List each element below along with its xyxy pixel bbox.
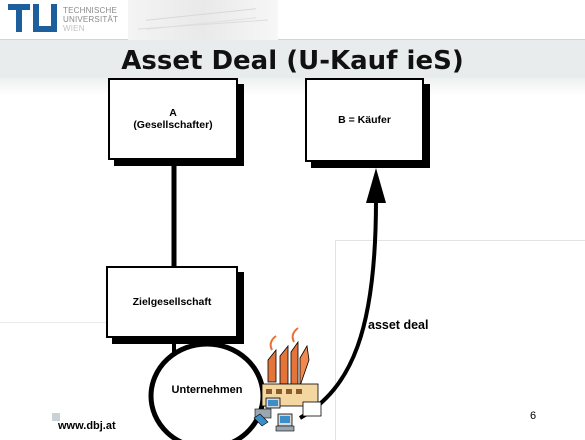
header-divider [0, 39, 585, 40]
page-number: 6 [530, 410, 537, 422]
background-guide-vertical [335, 240, 336, 440]
footer-marker [52, 413, 60, 421]
background-guide-left [0, 322, 150, 323]
asset-deal-label: asset deal [368, 318, 429, 332]
buyer-b-box: B = Käufer [305, 78, 424, 162]
slide-title: Asset Deal (U-Kauf ieS) [121, 46, 464, 76]
header-photo [128, 0, 278, 40]
background-guide-horizontal [335, 240, 585, 241]
university-name: TECHNISCHE UNIVERSITÄT WIEN [63, 6, 118, 33]
logo-line-2: UNIVERSITÄT [63, 15, 119, 24]
shareholder-a-box: A (Gesellschafter) [108, 78, 238, 160]
logo-line-3: WIEN [63, 24, 85, 33]
tu-logo [8, 4, 57, 32]
title-band [0, 40, 585, 78]
shareholder-a-sublabel: (Gesellschafter) [133, 119, 213, 131]
buyer-b-label: B = Käufer [338, 114, 391, 126]
logo-line-1: TECHNISCHE [63, 6, 118, 15]
asset-deal-arrowhead [366, 168, 386, 203]
enterprise-label: Unternehmen [171, 384, 243, 396]
footer-url: www.dbj.at [58, 420, 116, 432]
target-company-label: Zielgesellschaft [132, 296, 212, 308]
target-company-box: Zielgesellschaft [106, 266, 238, 338]
shareholder-a-label: A [169, 107, 177, 119]
